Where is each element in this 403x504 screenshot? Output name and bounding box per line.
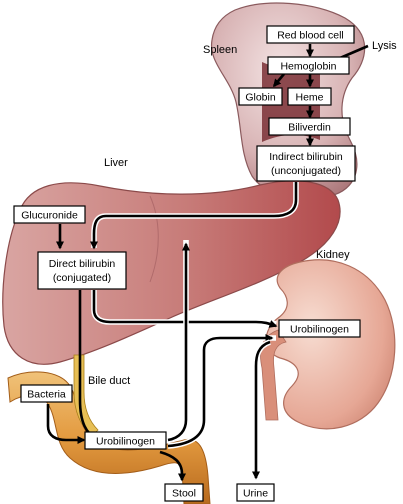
node-urine-text: Urine xyxy=(243,488,268,500)
node-direct-bilirubin-text-1: Direct bilirubin xyxy=(49,258,116,270)
node-urine: Urine xyxy=(236,483,275,502)
arrow-urobilinogen-to-stool xyxy=(159,450,186,482)
node-biliverdin: Biliverdin xyxy=(268,117,351,136)
node-indirect-bilirubin: Indirect bilirubin (unconjugated) xyxy=(256,145,356,182)
liver-label: Liver xyxy=(104,157,128,169)
node-biliverdin-text: Biliverdin xyxy=(288,122,331,134)
node-direct-bilirubin: Direct bilirubin (conjugated) xyxy=(37,251,127,290)
liver-lobe-line xyxy=(149,195,159,283)
node-indirect-bilirubin-text-1: Indirect bilirubin xyxy=(269,151,343,163)
lysis-label: Lysis xyxy=(372,40,397,52)
node-urobilinogen-gut-text: Urobilinogen xyxy=(96,436,155,448)
node-globin-text: Globin xyxy=(245,92,276,104)
node-direct-bilirubin-text-2: (conjugated) xyxy=(53,272,111,284)
node-stool: Stool xyxy=(164,483,204,502)
arrow-urobilinogen-to-liver xyxy=(167,242,190,442)
spleen-label: Spleen xyxy=(203,44,237,56)
node-hemoglobin: Hemoglobin xyxy=(267,56,350,75)
node-urobilinogen-kidney-text: Urobilinogen xyxy=(290,324,349,336)
node-urobilinogen-gut: Urobilinogen xyxy=(84,431,167,450)
arrow-indirect-to-direct xyxy=(90,182,298,250)
node-indirect-bilirubin-text-2: (unconjugated) xyxy=(271,165,341,177)
node-red-blood-cell: Red blood cell xyxy=(266,25,355,44)
arrow-hemoglobin-to-globin xyxy=(273,73,285,88)
node-stool-text: Stool xyxy=(172,488,196,500)
arrow-bacteria-to-urobilinogen xyxy=(46,404,86,444)
node-heme: Heme xyxy=(287,87,332,106)
arrow-urobilinogen-to-kidney xyxy=(167,334,274,448)
node-bacteria-text: Bacteria xyxy=(27,389,66,401)
node-glucuronide-text: Glucuronide xyxy=(21,210,78,222)
arrow-direct-to-kidney xyxy=(92,290,278,328)
kidney-shape xyxy=(265,259,396,430)
arrow-kidney-to-urine xyxy=(252,340,271,480)
bile-duct-label: Bile duct xyxy=(88,375,130,387)
arrow-lysis-to-rbc xyxy=(339,44,369,60)
node-bacteria: Bacteria xyxy=(20,384,73,403)
kidney-label: Kidney xyxy=(316,249,350,261)
node-globin: Globin xyxy=(238,87,283,106)
node-hemoglobin-text: Hemoglobin xyxy=(280,61,336,73)
node-heme-text: Heme xyxy=(295,92,323,104)
node-glucuronide: Glucuronide xyxy=(13,205,86,224)
node-urobilinogen-kidney: Urobilinogen xyxy=(278,319,361,338)
node-red-blood-cell-text: Red blood cell xyxy=(277,30,344,42)
